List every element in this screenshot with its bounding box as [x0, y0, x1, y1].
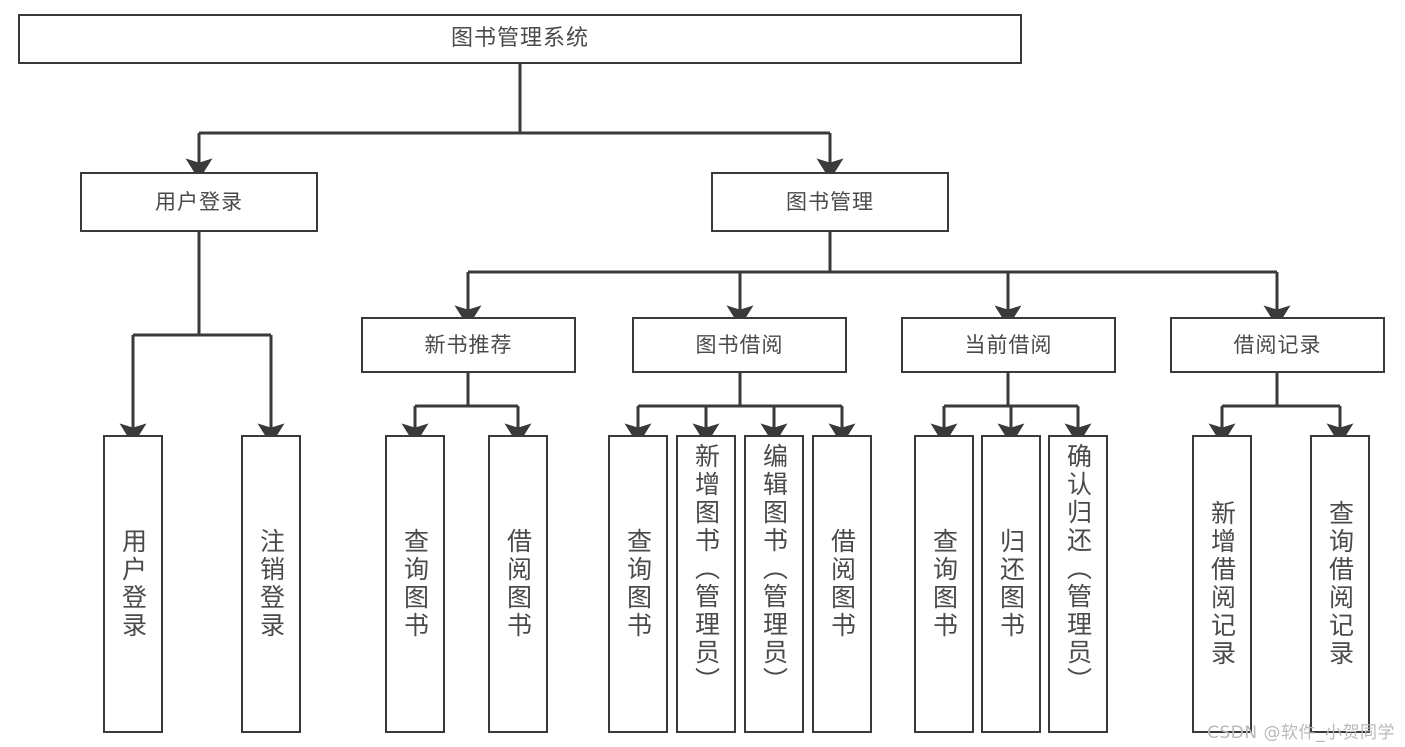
leaf-confirm-return-admin-label: 确认归还（管理员） [1063, 443, 1093, 695]
leaf-return-book[interactable]: 归还图书 [981, 435, 1041, 733]
leaf-borrow-book-label: 借阅图书 [827, 528, 857, 640]
leaf-return-book-label: 归还图书 [996, 528, 1026, 640]
node-book-management[interactable]: 图书管理 [711, 172, 949, 232]
leaf-query-book-current-label: 查询图书 [929, 528, 959, 640]
leaf-query-book-current[interactable]: 查询图书 [914, 435, 974, 733]
node-current-borrow[interactable]: 当前借阅 [901, 317, 1116, 373]
leaf-borrow-book[interactable]: 借阅图书 [812, 435, 872, 733]
leaf-add-borrow-record[interactable]: 新增借阅记录 [1192, 435, 1252, 733]
leaf-borrow-book-recommend[interactable]: 借阅图书 [488, 435, 548, 733]
leaf-add-book-admin-label: 新增图书（管理员） [691, 443, 721, 695]
node-root[interactable]: 图书管理系统 [18, 14, 1022, 64]
leaf-logout[interactable]: 注销登录 [241, 435, 301, 733]
leaf-query-borrow-record-label: 查询借阅记录 [1325, 500, 1355, 668]
node-new-book-recommend[interactable]: 新书推荐 [361, 317, 576, 373]
node-borrow-record[interactable]: 借阅记录 [1170, 317, 1385, 373]
leaf-user-login-label: 用户登录 [118, 528, 148, 640]
node-user-login-label: 用户登录 [155, 189, 243, 214]
leaf-add-book-admin[interactable]: 新增图书（管理员） [676, 435, 736, 733]
node-current-borrow-label: 当前借阅 [964, 332, 1053, 357]
leaf-query-book-recommend[interactable]: 查询图书 [385, 435, 445, 733]
node-root-label: 图书管理系统 [450, 26, 589, 52]
node-book-management-label: 图书管理 [786, 189, 874, 214]
leaf-edit-book-admin-label: 编辑图书（管理员） [759, 443, 789, 695]
leaf-query-book-recommend-label: 查询图书 [400, 528, 430, 640]
watermark: CSDN @软件_小贺同学 [1207, 723, 1395, 743]
leaf-edit-book-admin[interactable]: 编辑图书（管理员） [744, 435, 804, 733]
node-borrow-record-label: 借阅记录 [1233, 332, 1322, 357]
node-user-login[interactable]: 用户登录 [80, 172, 318, 232]
node-book-borrow[interactable]: 图书借阅 [632, 317, 847, 373]
leaf-query-book-label: 查询图书 [623, 528, 653, 640]
node-new-book-recommend-label: 新书推荐 [424, 332, 513, 357]
leaf-confirm-return-admin[interactable]: 确认归还（管理员） [1048, 435, 1108, 733]
leaf-logout-label: 注销登录 [256, 528, 286, 640]
leaf-query-book[interactable]: 查询图书 [608, 435, 668, 733]
leaf-add-borrow-record-label: 新增借阅记录 [1207, 500, 1237, 668]
node-book-borrow-label: 图书借阅 [695, 332, 784, 357]
leaf-borrow-book-recommend-label: 借阅图书 [503, 528, 533, 640]
leaf-user-login[interactable]: 用户登录 [103, 435, 163, 733]
leaf-query-borrow-record[interactable]: 查询借阅记录 [1310, 435, 1370, 733]
